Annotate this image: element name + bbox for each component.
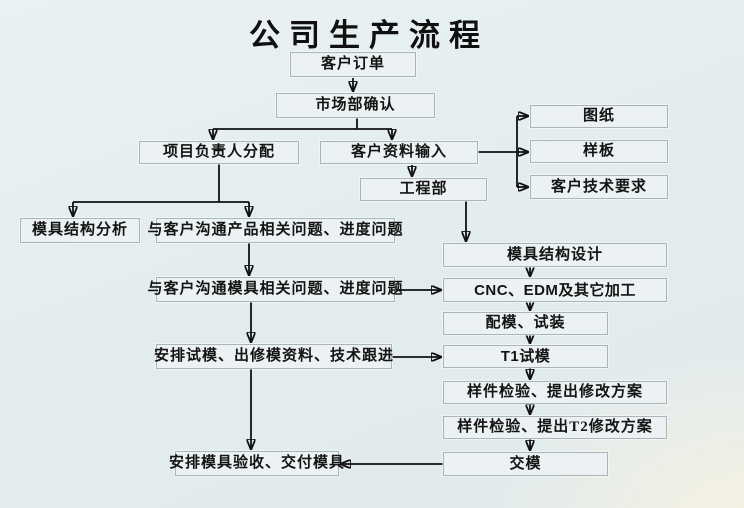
node-deliver-mold: 交模 (443, 452, 608, 476)
node-arrange-trial-mold: 安排试模、出修模资料、技术跟进 (154, 344, 393, 369)
node-customer-data: 客户资料输入 (320, 141, 478, 164)
node-sample-inspection-2: 样件检验、提出T2修改方案 (443, 416, 667, 439)
node-drawings: 图纸 (530, 105, 668, 128)
node-customer-order: 客户订单 (290, 52, 416, 77)
edge-project-leader-split (73, 164, 249, 203)
node-cnc-edm: CNC、EDM及其它加工 (443, 278, 667, 302)
node-comm-mold-issues: 与客户沟通模具相关问题、进度问题 (148, 277, 403, 302)
edge-marketing-confirm-split (213, 118, 392, 130)
edge-customer-data-bracket (478, 116, 518, 187)
node-mold-structure-design: 模具结构设计 (443, 243, 667, 267)
node-sample-board: 样板 (530, 140, 668, 163)
node-sample-inspection-1: 样件检验、提出修改方案 (443, 381, 667, 404)
node-t1-trial: T1试模 (443, 345, 608, 368)
node-customer-tech-req: 客户技术要求 (530, 175, 668, 199)
node-mold-structure-analysis: 模具结构分析 (20, 218, 140, 243)
node-project-leader: 项目负责人分配 (139, 141, 299, 164)
page-title: 公司生产流程 (249, 18, 489, 53)
node-engineering-dept: 工程部 (360, 178, 487, 201)
node-arrange-acceptance: 安排模具验收、交付模具 (169, 451, 344, 476)
node-marketing-confirm: 市场部确认 (276, 93, 435, 118)
node-comm-product-issues: 与客户沟通产品相关问题、进度问题 (148, 218, 403, 243)
node-fit-trial-assembly: 配模、试装 (443, 312, 608, 335)
